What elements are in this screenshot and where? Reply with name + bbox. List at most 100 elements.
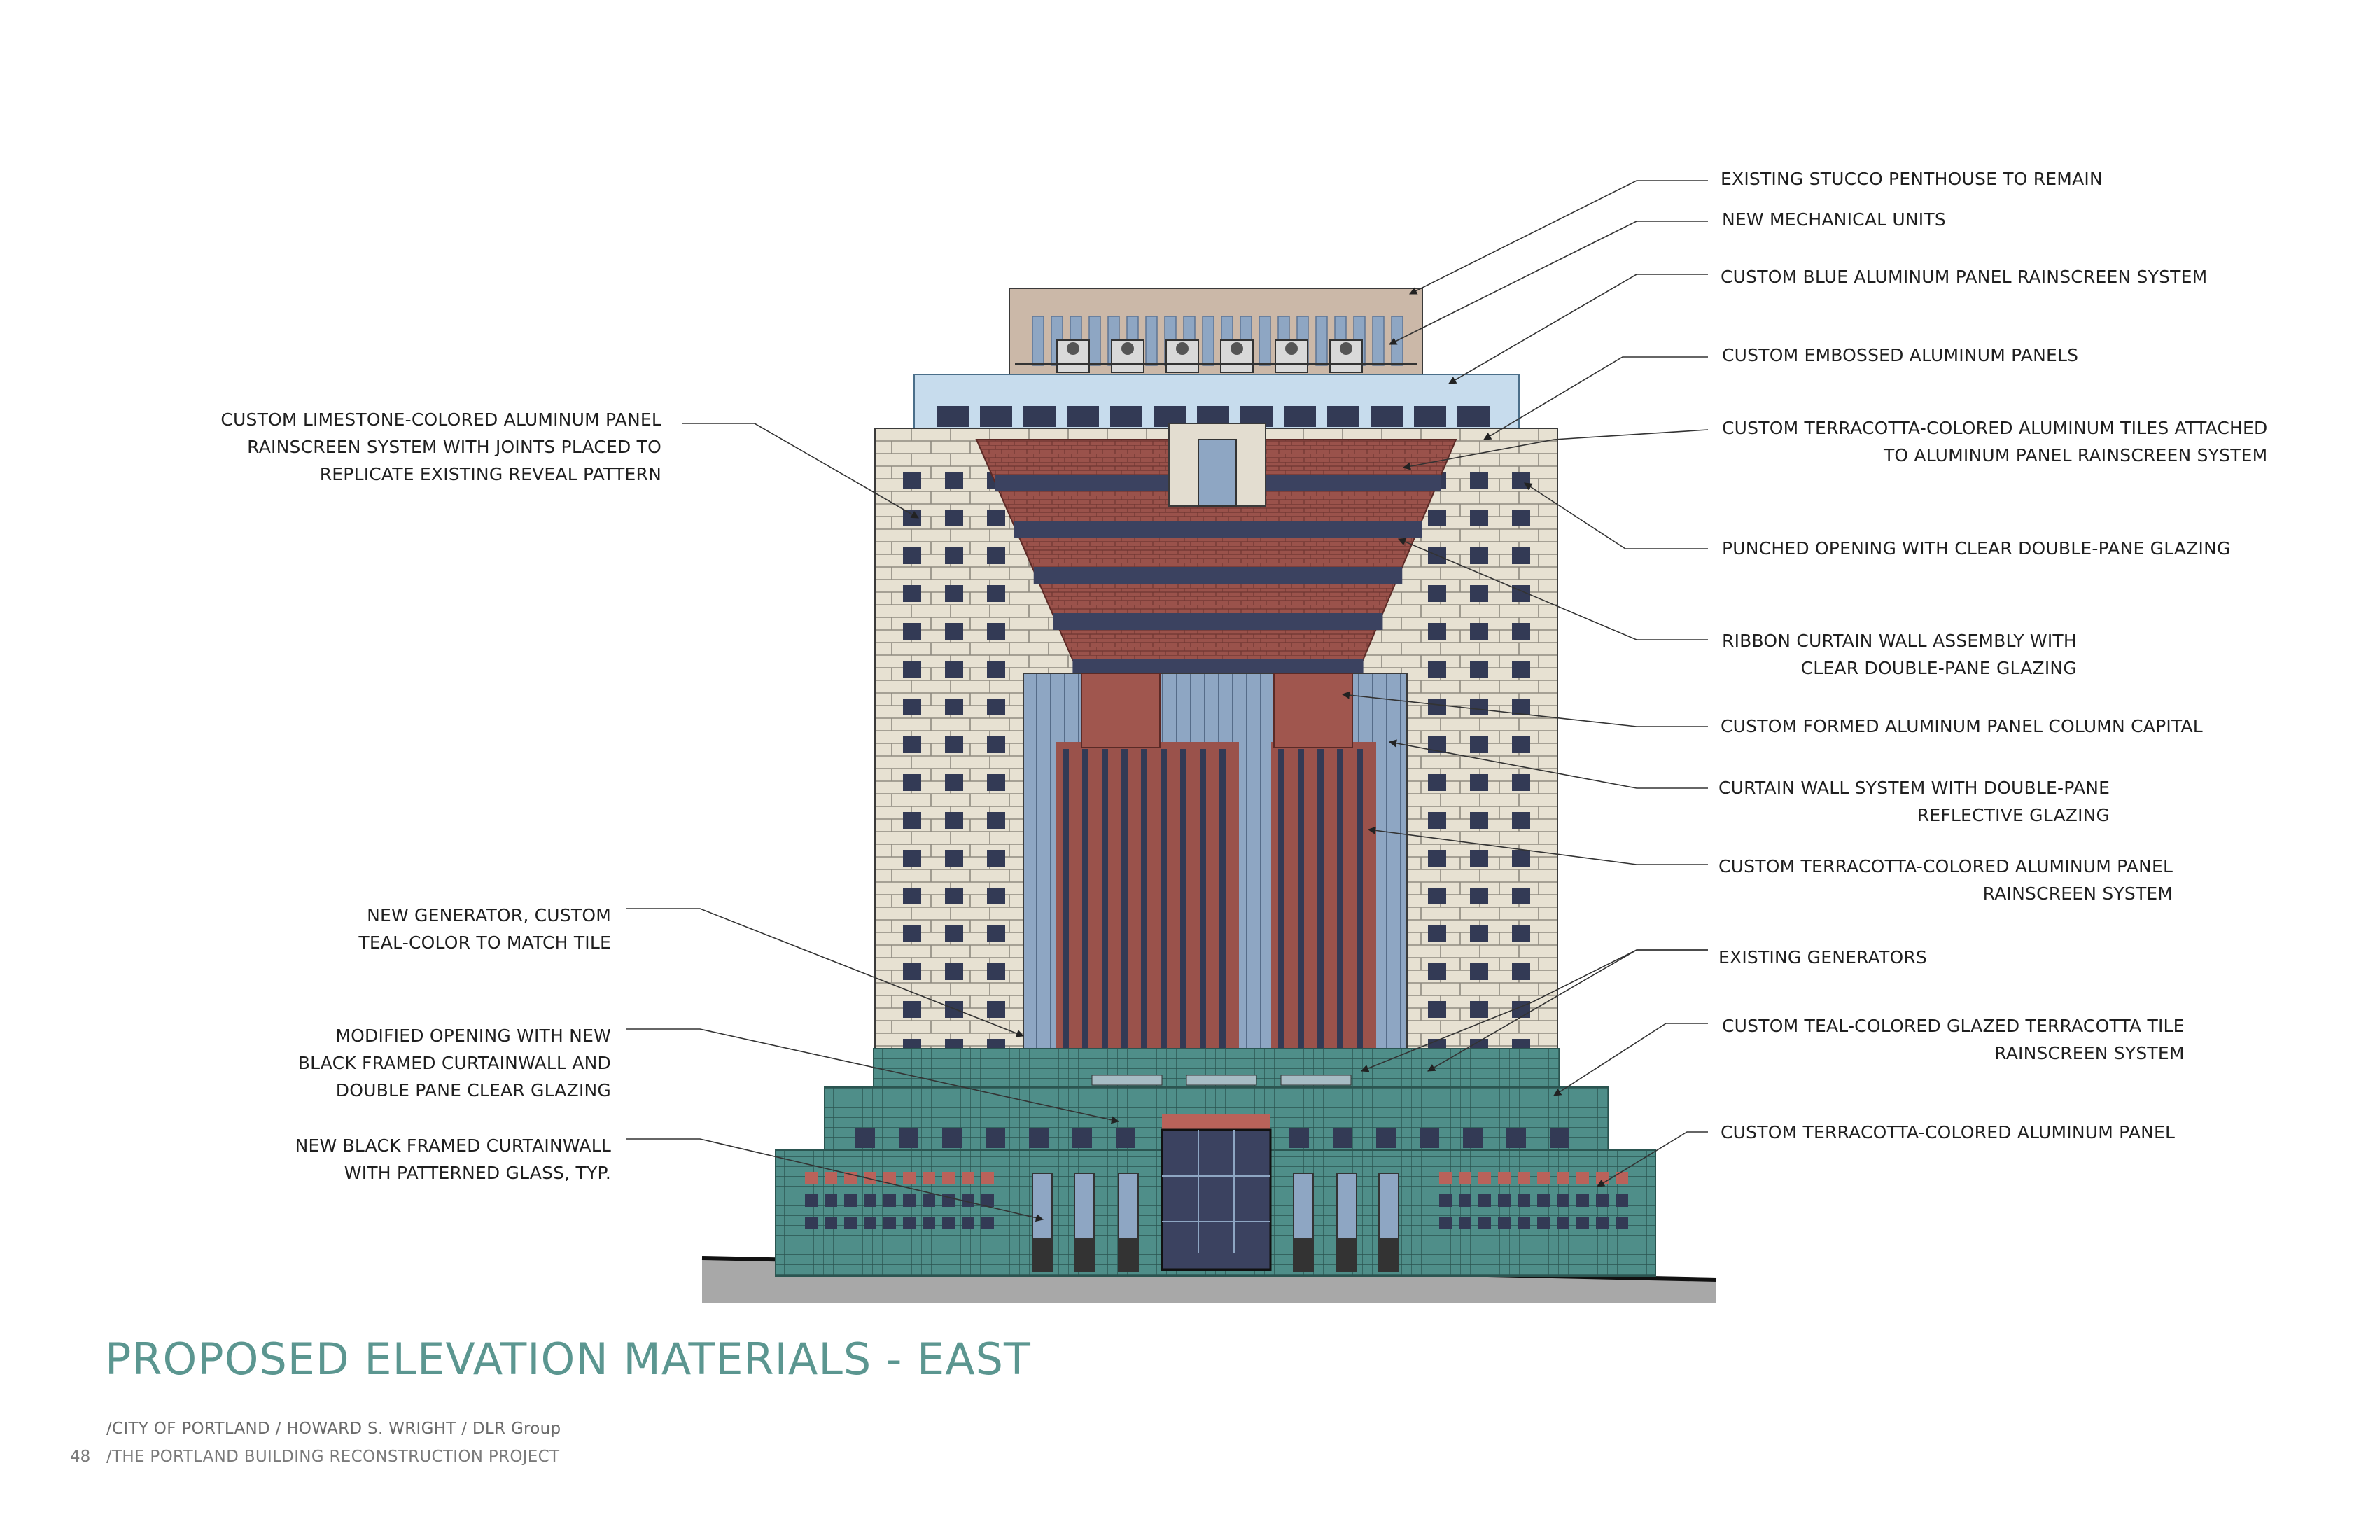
punched-window [903,736,921,753]
podium-window [1596,1194,1609,1207]
punched-window [1470,850,1488,867]
callout-stucco-penthouse: EXISTING STUCCO PENTHOUSE TO REMAIN [1721,165,2103,192]
terracotta-panel [1557,1172,1569,1184]
punched-window [945,736,963,753]
punched-window [1512,736,1530,753]
podium-window [1576,1194,1589,1207]
punched-window [1512,888,1530,904]
punched-window [1428,812,1446,829]
callout-teal-tile: CUSTOM TEAL-COLORED GLAZED TERRACOTTA TI… [1722,1012,2185,1067]
podium-window [864,1217,876,1229]
callout-line: MODIFIED OPENING WITH NEW [335,1026,611,1046]
mechanical-fan [1285,342,1298,355]
terracotta-panel [864,1172,876,1184]
terracotta-panel [1498,1172,1511,1184]
podium-window [942,1128,962,1148]
punched-window [987,736,1005,753]
leader-line [626,1138,1044,1222]
callout-line: RIBBON CURTAIN WALL ASSEMBLY WITH [1722,631,2077,651]
column-mullion [1102,749,1108,1050]
column-mullion [1180,749,1186,1050]
podium-window [1537,1217,1550,1229]
punched-window [987,963,1005,980]
podium-window [1550,1128,1569,1148]
callout-blue-panel: CUSTOM BLUE ALUMINUM PANEL RAINSCREEN SY… [1721,263,2207,290]
podium-window [1478,1194,1491,1207]
callout-line: CURTAIN WALL SYSTEM WITH DOUBLE-PANE [1718,778,2110,798]
punched-window [1428,1001,1446,1018]
crown-window [1414,406,1446,427]
leader-line [1388,739,1708,789]
column-mullion [1219,749,1226,1050]
podium-window [1537,1194,1550,1207]
callout-punched-opening: PUNCHED OPENING WITH CLEAR DOUBLE-PANE G… [1722,535,2231,562]
leader-line [1388,220,1708,345]
punched-window [1428,661,1446,678]
door [1337,1238,1357,1271]
podium-window [1459,1217,1471,1229]
leader-line [1553,1023,1708,1096]
punched-window [1512,850,1530,867]
penthouse-window [1032,316,1044,366]
podium-window [1596,1217,1609,1229]
podium-window [1518,1194,1530,1207]
punched-window [903,774,921,791]
punched-window [1512,963,1530,980]
column-mullion [1357,749,1363,1050]
punched-window [903,925,921,942]
column-mullion [1082,749,1088,1050]
punched-window [945,812,963,829]
embossed-window [1198,439,1237,507]
podium-window [1576,1217,1589,1229]
punched-window [1470,963,1488,980]
punched-window [1512,510,1530,526]
penthouse-window [1202,316,1214,366]
podium-window [1557,1194,1569,1207]
ribbon-window [1014,521,1422,538]
punched-window [903,661,921,678]
terracotta-panel [1478,1172,1491,1184]
podium-window [1518,1217,1530,1229]
leader-line [1367,826,1708,865]
podium-window [1333,1128,1352,1148]
punched-window [1470,623,1488,640]
punched-window [1470,736,1488,753]
terracotta-panel [883,1172,896,1184]
punched-window [1428,888,1446,904]
column-mullion [1337,749,1343,1050]
terracotta-panel [1518,1172,1530,1184]
punched-window [987,925,1005,942]
punched-window [987,699,1005,715]
punched-window [987,510,1005,526]
callout-mechanical-units: NEW MECHANICAL UNITS [1722,206,1946,233]
podium-window [903,1217,916,1229]
project-name: /THE PORTLAND BUILDING RECONSTRUCTION PR… [106,1448,560,1466]
punched-window [987,774,1005,791]
callout-line: CLEAR DOUBLE-PANE GLAZING [1800,658,2077,678]
leader-line [1402,429,1709,470]
podium-window [855,1128,875,1148]
punched-window [1512,812,1530,829]
punched-window [903,510,921,526]
punched-window [945,1001,963,1018]
punched-window [987,850,1005,867]
callout-line: CUSTOM EMBOSSED ALUMINUM PANELS [1722,345,2079,365]
punched-window [903,1001,921,1018]
penthouse-window [1315,316,1328,366]
penthouse-window [1372,316,1385,366]
podium-window [844,1217,857,1229]
podium-window [1616,1194,1628,1207]
column-mullion [1063,749,1069,1050]
podium-window [805,1217,818,1229]
crown-window [1327,406,1359,427]
punched-window [1470,774,1488,791]
podium-window [1506,1128,1526,1148]
punched-window [903,547,921,564]
punched-window [945,547,963,564]
callout-line: TO ALUMINUM PANEL RAINSCREEN SYSTEM [1883,445,2268,465]
entrance-curtainwall [1161,1128,1272,1271]
podium-window [962,1217,974,1229]
podium-window [981,1217,994,1229]
